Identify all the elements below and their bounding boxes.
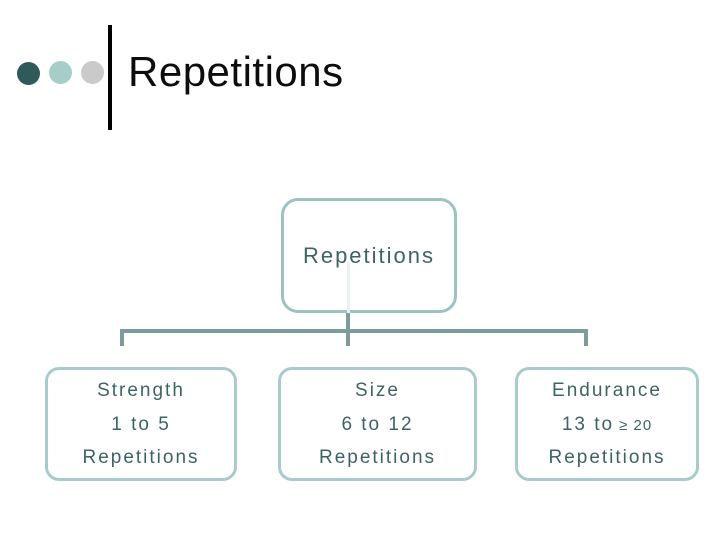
node-range-main: 6 to 12 bbox=[341, 413, 414, 435]
connector-stub-left bbox=[120, 329, 124, 346]
node-endurance: Endurance 13 to≥ 20 Repetitions bbox=[515, 367, 699, 481]
connector-root-inner-faint bbox=[347, 262, 350, 313]
node-title: Endurance bbox=[552, 380, 662, 401]
node-unit: Repetitions bbox=[82, 447, 200, 468]
node-range: 1 to 5 bbox=[111, 414, 171, 436]
bullet-dot-dark-teal bbox=[17, 62, 40, 85]
bullet-dot-light-teal bbox=[49, 61, 72, 84]
node-range: 13 to≥ 20 bbox=[562, 414, 652, 436]
node-size: Size 6 to 12 Repetitions bbox=[278, 367, 477, 481]
node-range-main: 1 to 5 bbox=[111, 413, 171, 435]
node-unit: Repetitions bbox=[548, 447, 666, 468]
node-strength: Strength 1 to 5 Repetitions bbox=[45, 367, 237, 481]
connector-horizontal bbox=[120, 329, 588, 333]
node-title: Strength bbox=[97, 380, 185, 401]
node-unit: Repetitions bbox=[318, 447, 437, 468]
bullet-dot-gray bbox=[81, 61, 104, 84]
node-repetitions-root: Repetitions bbox=[281, 198, 457, 313]
node-title: Size bbox=[355, 380, 400, 401]
slide-title: Repetitions bbox=[128, 48, 344, 95]
node-range-main: 13 to bbox=[561, 413, 615, 435]
connector-stub-right bbox=[584, 329, 588, 346]
node-root-label: Repetitions bbox=[302, 242, 436, 268]
title-divider-rule bbox=[108, 25, 112, 130]
node-range: 6 to 12 bbox=[341, 414, 413, 436]
node-range-suffix: ≥ 20 bbox=[619, 416, 653, 434]
